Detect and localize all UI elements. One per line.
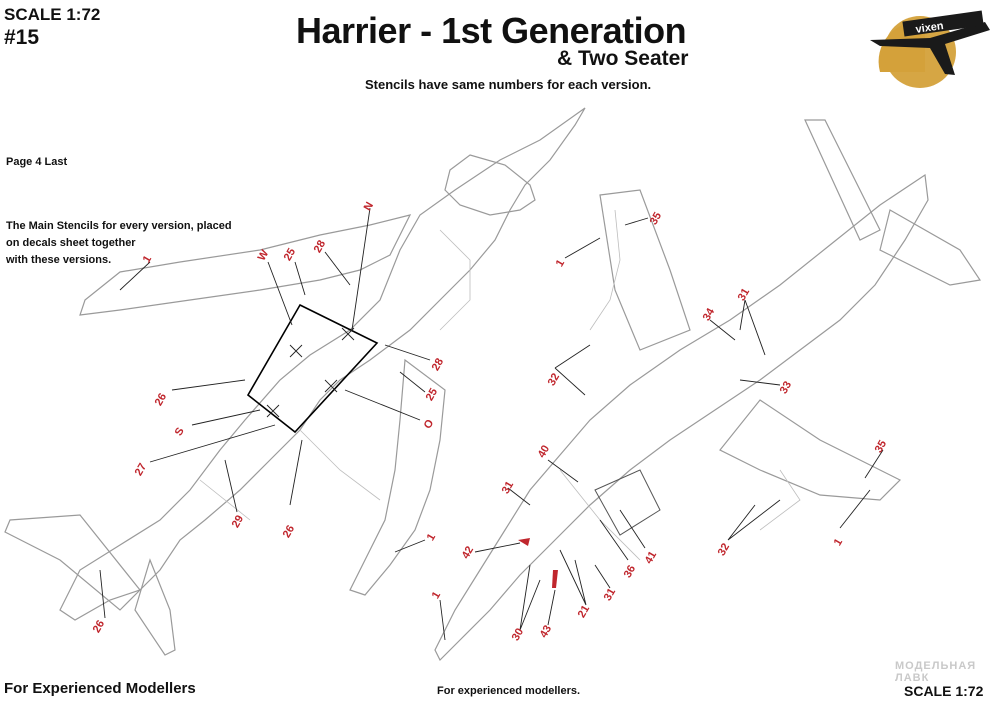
callout-21: 21 — [576, 603, 593, 620]
callout-25-b: 25 — [424, 386, 441, 403]
info-line-1: The Main Stencils for every version, pla… — [6, 220, 232, 232]
callout-28-b: 28 — [430, 356, 447, 373]
panel-line-1 — [299, 429, 381, 501]
footer-left-text: For Experienced Modellers — [4, 680, 196, 697]
red-marker-42 — [518, 538, 530, 546]
leader-lines — [99, 207, 884, 641]
tailplane-right-bottom — [879, 209, 982, 286]
vixen-logo: vixen — [870, 10, 990, 88]
callout-32-b: 32 — [716, 541, 733, 558]
pylon-lines-1 — [589, 209, 621, 331]
callout-26-a: 26 — [153, 391, 170, 408]
callout-33: 33 — [778, 379, 795, 396]
scale-label-top: SCALE 1:72 — [4, 5, 101, 24]
callout-31-b: 31 — [500, 479, 517, 496]
callout-42: 42 — [460, 544, 477, 561]
callout-43: 43 — [538, 623, 555, 640]
callout-O: O — [422, 417, 437, 431]
logo-banner — [902, 10, 984, 37]
callout-41: 41 — [643, 549, 660, 566]
stencil-note: Stencils have same numbers for each vers… — [365, 77, 652, 92]
callout-N: N — [362, 200, 376, 213]
info-line-3: with these versions. — [6, 254, 112, 266]
callout-labels-top: 1 25 28 W N 26 S 27 29 26 28 25 O 1 26 — [91, 200, 447, 635]
page-indicator: Page 4 Last — [6, 156, 68, 168]
info-text: The Main Stencils for every version, pla… — [6, 218, 246, 269]
tailplane-right — [134, 558, 176, 656]
callout-36: 36 — [622, 563, 639, 580]
watermark-line-1: МОДЕЛЬНАЯ — [895, 660, 977, 672]
info-line-2: on decals sheet together — [6, 237, 136, 249]
left-wing — [79, 214, 412, 316]
callout-26-b: 26 — [281, 523, 298, 540]
callout-30: 30 — [510, 626, 527, 643]
fin-upper — [804, 119, 881, 241]
callout-26-c: 26 — [91, 618, 108, 635]
wing-right-bottom — [719, 399, 902, 501]
page-subtitle: & Two Seater — [557, 47, 689, 70]
watermark: МОДЕЛЬНАЯ ЛАВК — [895, 660, 976, 684]
fuselage-outline — [59, 107, 586, 621]
wing-left-bottom — [599, 189, 691, 351]
pylon-lines-2 — [759, 469, 801, 531]
logo-plane — [870, 22, 990, 75]
bottom-panel — [559, 469, 641, 561]
callout-1-wing: 1 — [141, 254, 154, 265]
callout-35-a: 35 — [648, 210, 665, 227]
watermark-line-2: ЛАВК — [895, 672, 930, 684]
callout-S: S — [173, 426, 187, 438]
footer-middle-text: For experienced modellers. — [437, 685, 581, 697]
callout-1-b2: 1 — [832, 537, 845, 548]
tailplane-left — [4, 514, 141, 611]
callout-1-b3: 1 — [430, 590, 443, 601]
page-title: Harrier - 1st Generation — [296, 10, 687, 51]
callout-25-a: 25 — [282, 246, 299, 263]
callout-1-top: 1 — [425, 532, 438, 543]
logo-sun-disc — [884, 16, 956, 88]
jet-top-view — [4, 107, 586, 656]
logo-text: vixen — [915, 20, 945, 36]
bottom-fuselage — [434, 173, 929, 662]
canopy — [444, 154, 536, 216]
jet-bottom-view — [434, 119, 982, 662]
callout-labels-bottom: 1 35 34 31 32 33 40 31 42 36 41 1 35 32 … — [430, 210, 890, 643]
callout-40: 40 — [536, 443, 553, 460]
callout-27: 27 — [133, 461, 150, 478]
callout-28-a: 28 — [312, 238, 329, 255]
callout-29: 29 — [230, 513, 247, 530]
red-marker-43 — [552, 570, 558, 588]
callout-31-a: 31 — [736, 286, 753, 303]
callout-1-b1: 1 — [554, 258, 567, 269]
callout-34: 34 — [701, 306, 718, 323]
box-crosses — [266, 327, 355, 418]
callout-35-b: 35 — [873, 438, 890, 455]
scale-label-bottom: SCALE 1:72 — [904, 683, 984, 699]
callout-32-a: 32 — [546, 371, 563, 388]
sheet-number: #15 — [4, 26, 40, 49]
intake-line — [439, 229, 471, 331]
callout-31-c: 31 — [602, 586, 619, 603]
panel-line-2 — [199, 479, 251, 521]
right-wing — [349, 358, 446, 596]
bottom-panel-box — [594, 469, 661, 536]
